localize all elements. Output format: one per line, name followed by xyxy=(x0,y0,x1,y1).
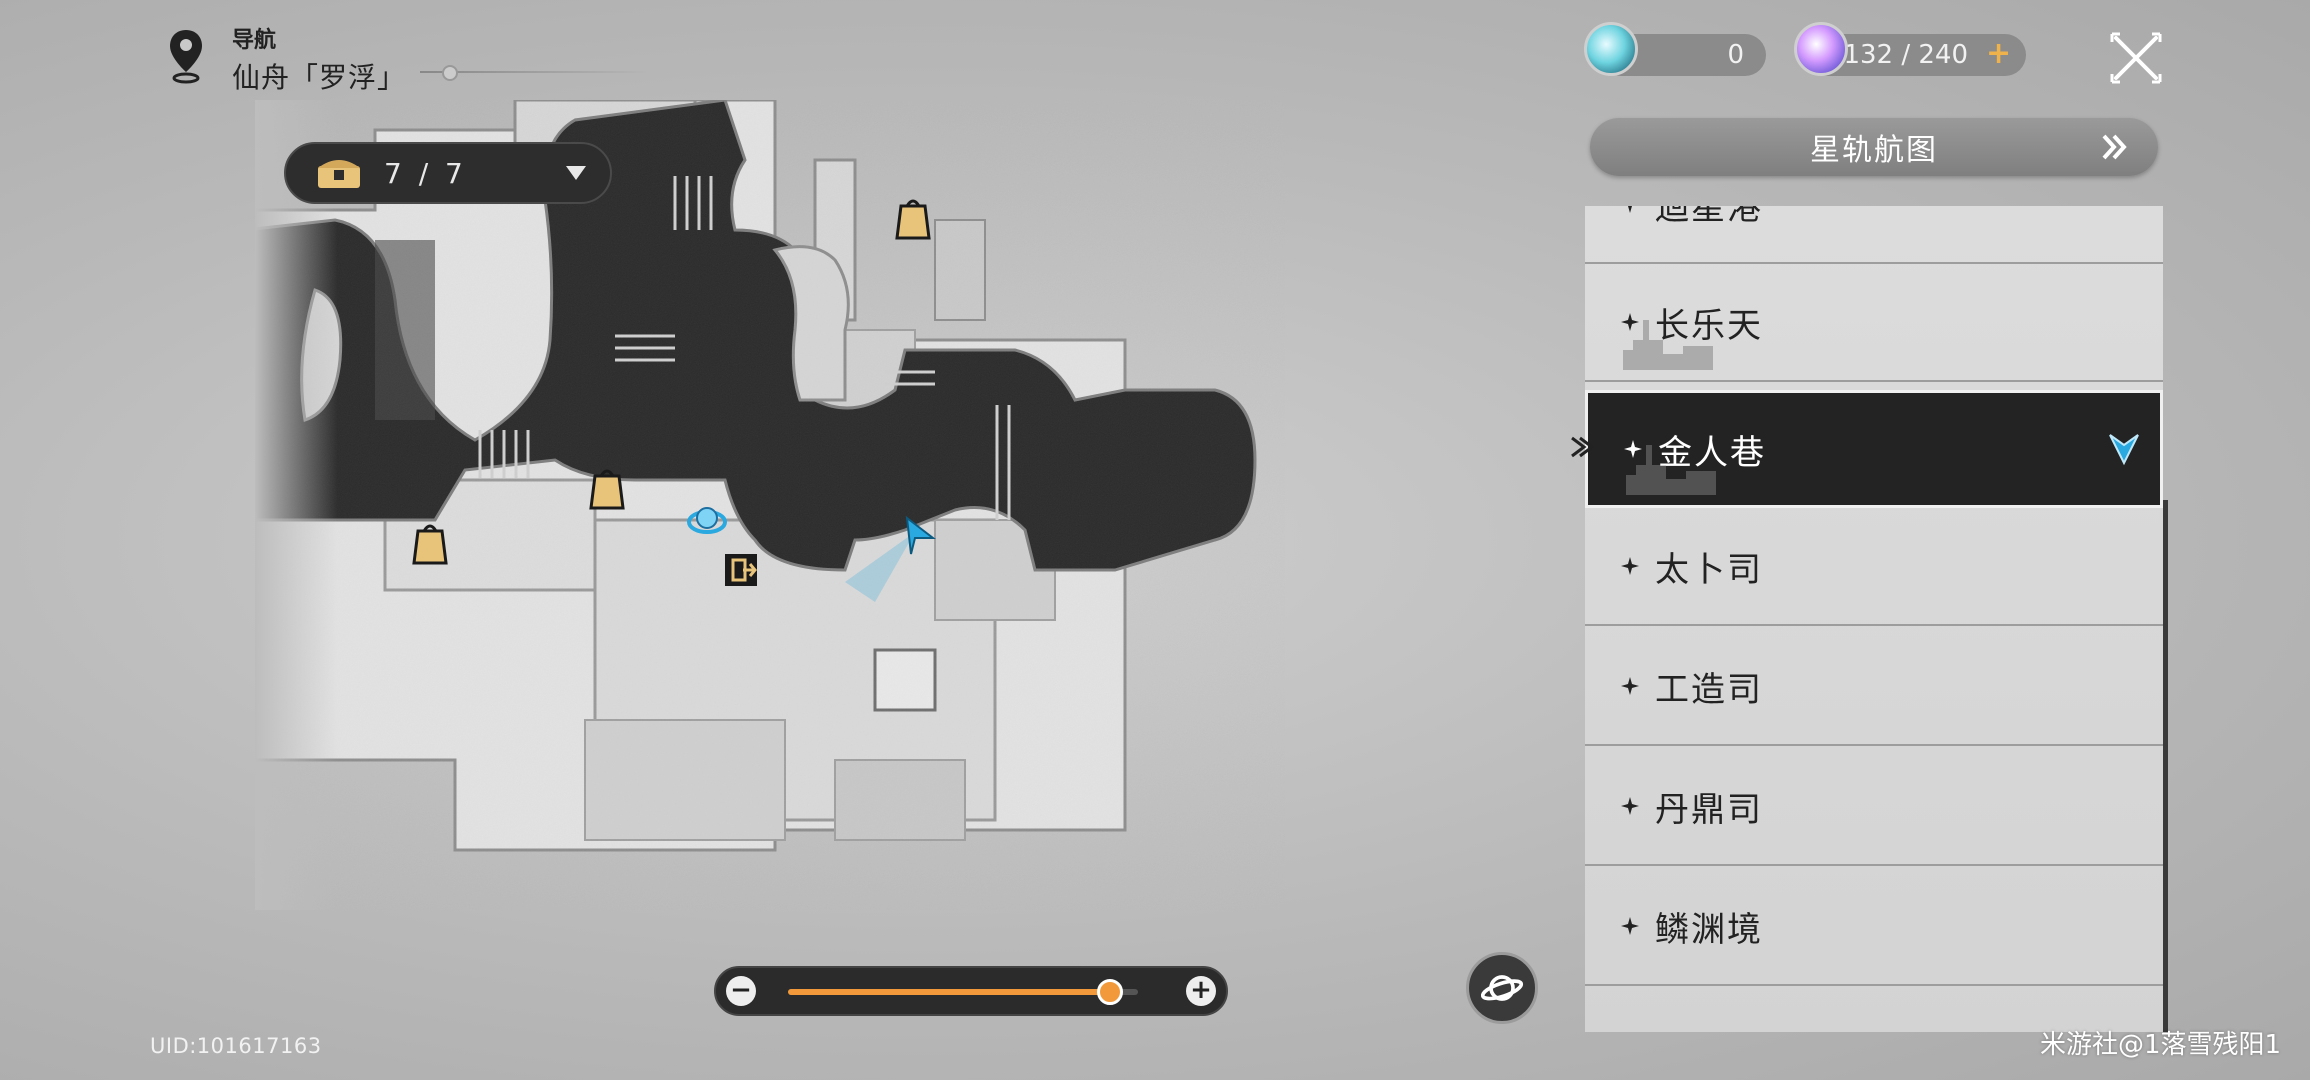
space-anchor-icon[interactable] xyxy=(687,507,727,534)
list-item-location[interactable]: 丹鼎司 xyxy=(1585,748,2163,866)
currency-power-value: 132 / 240 xyxy=(1843,40,1968,70)
shop-marker-icon[interactable] xyxy=(895,199,931,240)
location-label: 工造司 xyxy=(1655,669,1763,710)
star-rail-map-label: 星轨航图 xyxy=(1810,133,1938,168)
location-label: 鳞渊境 xyxy=(1655,909,1763,950)
zoom-handle[interactable] xyxy=(1097,979,1123,1005)
location-label: 迴星港 xyxy=(1655,206,1763,228)
player-arrow-icon xyxy=(845,515,936,602)
list-item-location[interactable]: 迴星港 xyxy=(1585,206,2163,264)
star-rail-map-button[interactable]: 星轨航图 xyxy=(1590,118,2158,176)
list-item-location[interactable]: 太卜司 xyxy=(1585,508,2163,626)
list-scrollbar[interactable] xyxy=(2163,500,2168,1032)
chest-counter-dropdown[interactable]: 7 / 7 xyxy=(284,142,612,204)
zoom-fill xyxy=(788,989,1110,995)
nav-label: 导航 xyxy=(232,28,277,53)
star-bullet-icon xyxy=(1621,557,1639,575)
nav-underline xyxy=(420,65,650,81)
location-label: 金人巷 xyxy=(1658,432,1766,473)
zoom-out-button[interactable]: − xyxy=(726,976,756,1006)
uid-text: UID:101617163 xyxy=(150,1034,322,1058)
chest-count: 7 / 7 xyxy=(384,156,467,190)
trailblaze-power-icon xyxy=(1794,22,1848,76)
star-bullet-icon xyxy=(1624,440,1642,458)
zoom-in-button[interactable]: + xyxy=(1186,976,1216,1006)
add-power-button[interactable]: + xyxy=(1986,36,2012,71)
zoom-slider[interactable]: − + xyxy=(714,966,1228,1016)
treasure-chest-icon xyxy=(318,160,360,188)
current-location-arrow-icon xyxy=(2109,434,2139,466)
star-bullet-icon xyxy=(1621,917,1639,935)
city-silhouette-icon xyxy=(1626,445,1716,495)
chevron-down-icon[interactable] xyxy=(566,166,586,180)
nav-location-name[interactable]: 仙舟「罗浮」 xyxy=(232,61,407,94)
city-silhouette-icon xyxy=(1623,320,1713,370)
planet-icon[interactable] xyxy=(1466,952,1538,1024)
location-label: 太卜司 xyxy=(1655,549,1763,590)
list-item-location[interactable]: 鳞渊境 xyxy=(1585,868,2163,986)
location-label: 长乐天 xyxy=(1655,305,1763,346)
star-bullet-icon xyxy=(1621,313,1639,331)
selection-pointer-icon xyxy=(1571,436,1595,458)
exit-door-icon[interactable] xyxy=(725,554,757,586)
location-list[interactable]: 迴星港 长乐天 金人巷 太卜司 工造司 丹鼎司 鳞渊境 xyxy=(1585,206,2163,1032)
location-pin-icon xyxy=(170,30,202,84)
trailblaze-fuel-icon xyxy=(1584,22,1638,76)
shop-marker-icon[interactable] xyxy=(412,524,448,565)
currency-fuel-value: 0 xyxy=(1727,40,1744,70)
star-bullet-icon xyxy=(1621,797,1639,815)
area-map[interactable] xyxy=(255,100,1285,910)
star-bullet-icon xyxy=(1628,206,1632,213)
list-item-location-selected[interactable]: 金人巷 xyxy=(1585,390,2163,508)
star-bullet-icon xyxy=(1621,677,1639,695)
list-item-location[interactable]: 长乐天 xyxy=(1585,264,2163,382)
shop-marker-icon[interactable] xyxy=(589,469,625,510)
close-icon[interactable] xyxy=(2108,30,2164,86)
double-chevron-right-icon xyxy=(2102,134,2127,160)
list-item-location[interactable]: 工造司 xyxy=(1585,628,2163,746)
location-label: 丹鼎司 xyxy=(1655,789,1763,830)
zoom-track[interactable] xyxy=(788,979,1138,1005)
watermark-text: 米游社@1落雪残阳1 xyxy=(2040,1030,2282,1060)
